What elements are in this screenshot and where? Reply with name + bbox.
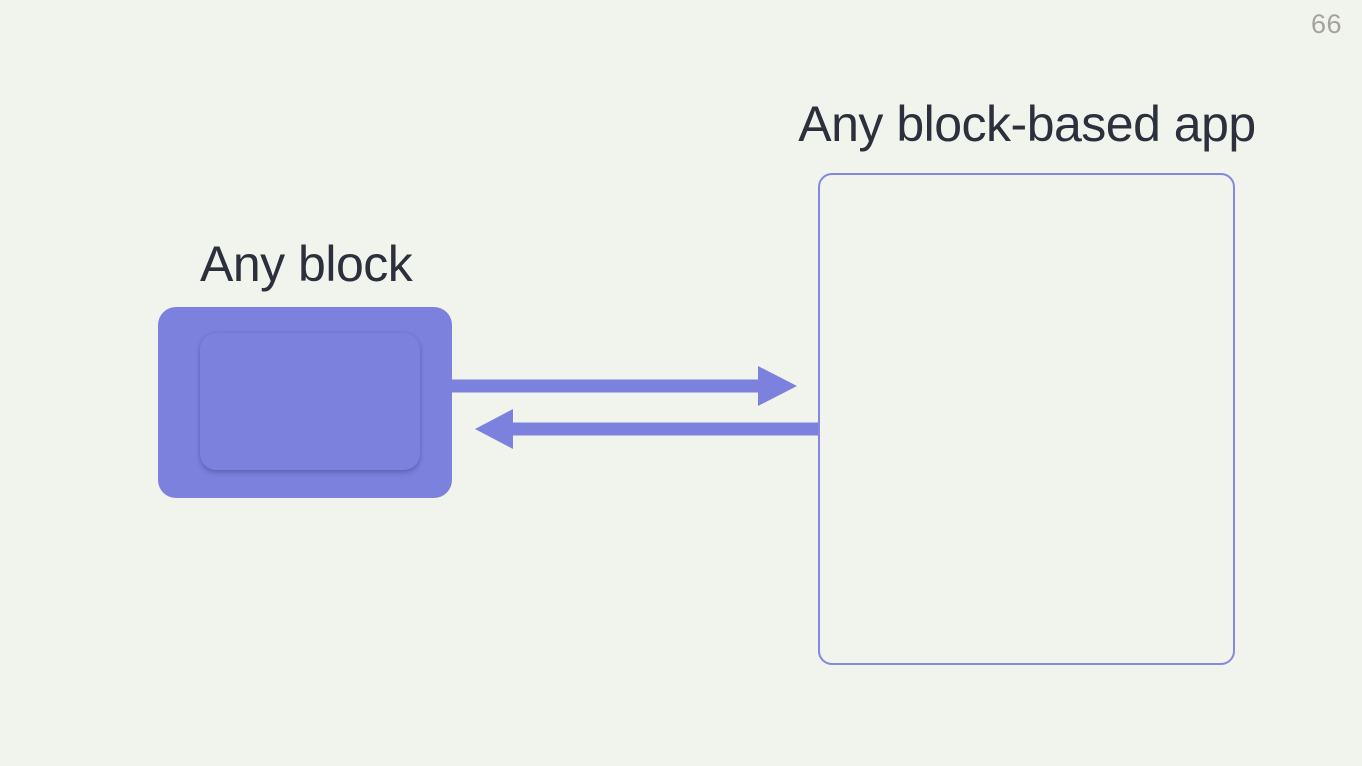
- app-frame-shape: [818, 173, 1235, 665]
- arrow-left-icon: [475, 409, 818, 449]
- app-label: Any block-based app: [798, 96, 1256, 152]
- page-number: 66: [1310, 9, 1342, 39]
- data-flow-arrows: [452, 366, 818, 449]
- block-shape: [158, 307, 452, 498]
- arrow-right-icon: [452, 366, 797, 406]
- block-label: Any block: [200, 236, 413, 292]
- block-inner-shape: [200, 333, 420, 470]
